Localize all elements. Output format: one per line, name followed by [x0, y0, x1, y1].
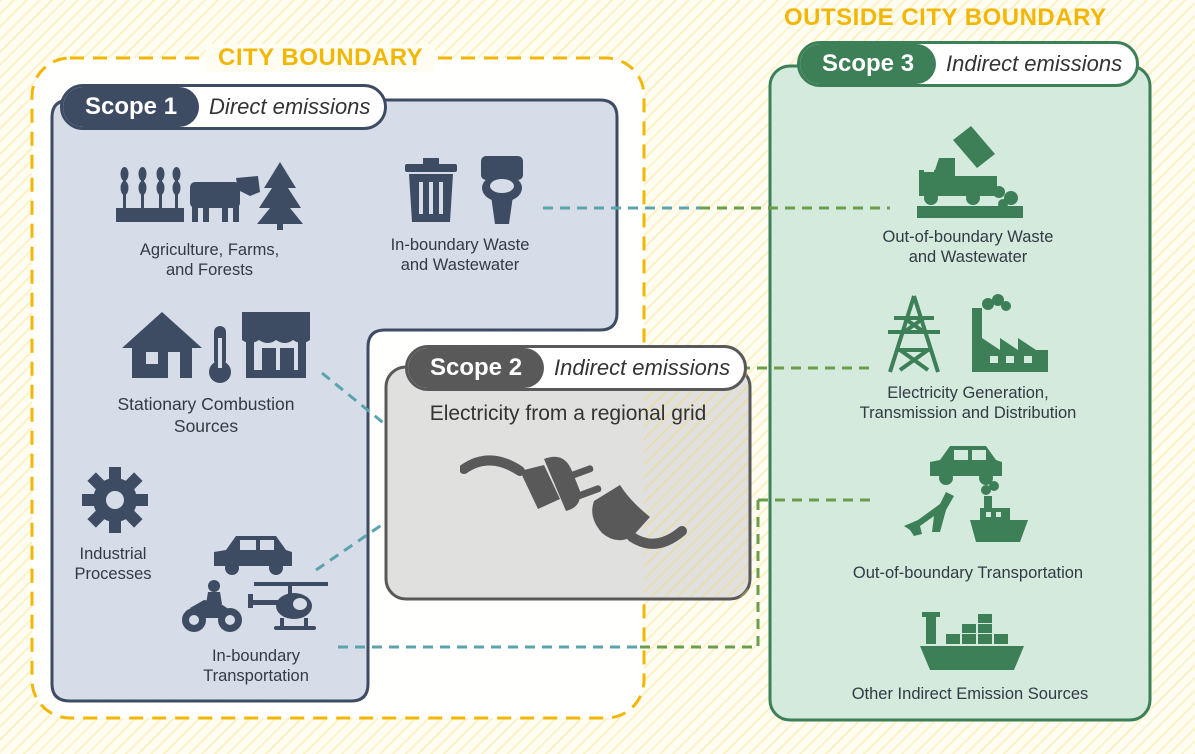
trash-can-icon	[405, 158, 457, 222]
scope2-label: Scope 2 Indirect emissions	[405, 345, 748, 391]
out-of-boundary-transport-label: Out-of-boundary Transportation	[852, 564, 1084, 582]
agriculture-label: Agriculture, Farms, and Forests	[112, 240, 307, 280]
waste-icons	[405, 156, 523, 224]
scope1-desc: Direct emissions	[209, 94, 371, 119]
tree-icon	[257, 162, 303, 230]
gear-icon	[82, 467, 148, 533]
scope2-tag: Scope 2	[408, 348, 545, 388]
scope3-label: Scope 3 Indirect emissions	[797, 41, 1140, 87]
scope1-tag: Scope 1	[63, 87, 200, 127]
electricity-generation-label: Electricity Generation, Transmission and…	[838, 383, 1098, 423]
electricity-icons	[888, 294, 1048, 373]
out-of-boundary-waste-label-line2: and Wastewater	[908, 248, 1028, 266]
motorbike-icon	[182, 580, 242, 632]
agriculture-label-line2: and Forests	[165, 261, 254, 279]
in-boundary-transport-label-line2: Transportation	[203, 667, 309, 685]
stationary-label-line1: Stationary Combustion	[117, 394, 295, 414]
power-tower-icon	[888, 295, 940, 373]
airplane-icon	[904, 492, 954, 536]
in-boundary-waste-label-line2: and Wastewater	[400, 256, 520, 274]
electricity-generation-label-line1: Electricity Generation,	[887, 384, 1049, 402]
scope2-desc: Indirect emissions	[554, 355, 731, 380]
cargo-ship-icon	[920, 612, 1024, 670]
connector-transport-teal	[315, 520, 387, 572]
car-icon	[930, 446, 1002, 485]
agriculture-icons	[116, 162, 303, 230]
in-boundary-waste-label: In-boundary Waste and Wastewater	[375, 235, 545, 275]
stationary-label: Stationary Combustion Sources	[96, 393, 316, 437]
in-boundary-waste-label-line1: In-boundary Waste	[390, 236, 530, 254]
car-icon	[214, 536, 292, 575]
outside-boundary-title: OUTSIDE CITY BOUNDARY	[784, 4, 1107, 31]
dump-truck-icon	[917, 126, 1023, 218]
other-indirect-label: Other Indirect Emission Sources	[851, 685, 1089, 703]
house-icon	[122, 312, 202, 378]
scope2-outside-hatch	[644, 369, 748, 597]
scope3-tag: Scope 3	[800, 44, 937, 84]
cow-icon	[190, 176, 260, 222]
electric-plug-icon	[460, 455, 687, 549]
electricity-generation-label-line2: Transmission and Distribution	[859, 404, 1077, 422]
toilet-icon	[481, 156, 523, 224]
thermometer-icon	[209, 326, 231, 383]
in-boundary-transport-label-line1: In-boundary	[211, 647, 301, 665]
agriculture-label-line1: Agriculture, Farms,	[139, 241, 280, 259]
out-of-boundary-waste-label-line1: Out-of-boundary Waste	[882, 228, 1054, 246]
scope1-label: Scope 1 Direct emissions	[60, 84, 388, 130]
scope1-panel	[50, 98, 619, 703]
helicopter-icon	[248, 582, 328, 630]
out-of-boundary-waste-label: Out-of-boundary Waste and Wastewater	[850, 227, 1086, 267]
scope2-subtitle: Electricity from a regional grid	[429, 402, 707, 425]
stationary-label-line2: Sources	[173, 416, 239, 436]
in-boundary-transport-label: In-boundary Transportation	[176, 646, 336, 686]
factory-icon	[972, 294, 1048, 372]
out-of-boundary-transport-icons	[904, 446, 1028, 542]
storefront-icon	[242, 312, 310, 378]
city-boundary-title: CITY BOUNDARY	[206, 44, 436, 72]
stationary-icons	[122, 312, 310, 383]
scope3-desc: Indirect emissions	[946, 51, 1123, 76]
in-boundary-transport-icons	[182, 536, 328, 632]
ship-icon	[970, 481, 1028, 542]
industrial-label-line1: Industrial	[79, 545, 147, 563]
industrial-label: Industrial Processes	[60, 544, 166, 584]
connector-stationary-teal	[321, 371, 387, 427]
wheat-icon	[116, 167, 184, 222]
industrial-label-line2: Processes	[74, 565, 152, 583]
